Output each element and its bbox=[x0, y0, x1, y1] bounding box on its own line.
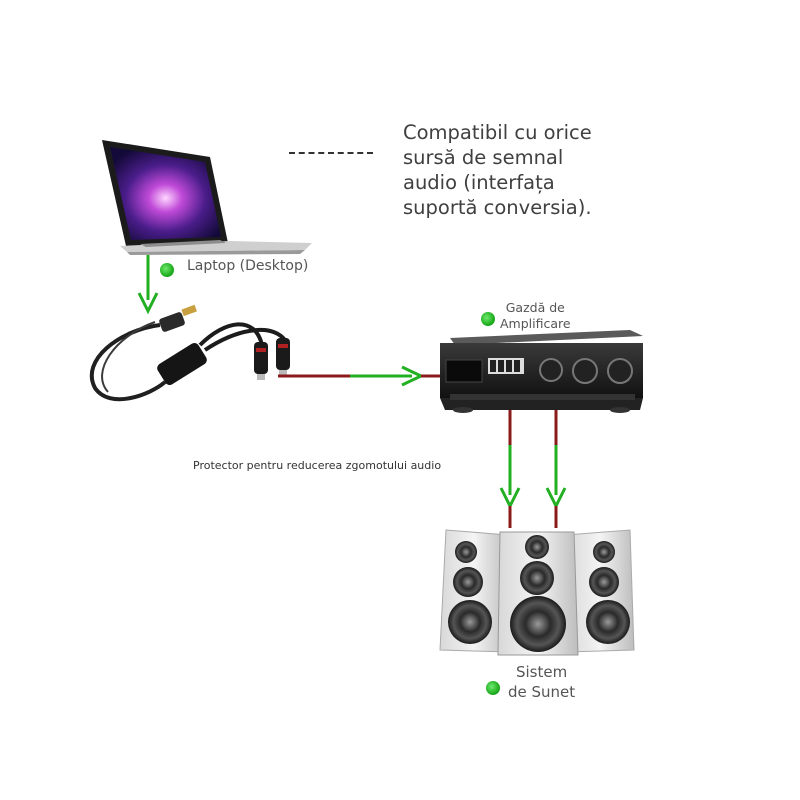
amplifier-host-label: Gazdă de Amplificare bbox=[500, 300, 571, 331]
noise-isolator-cable-icon bbox=[89, 304, 290, 402]
sound-system-label: Sistem de Sunet bbox=[508, 663, 576, 701]
laptop-label: Laptop (Desktop) bbox=[187, 258, 309, 274]
compatibility-description: Compatibil cu orice sursă de semnal audi… bbox=[403, 121, 592, 219]
sound-marker-icon bbox=[486, 681, 500, 695]
laptop-icon bbox=[102, 140, 312, 255]
amplifier-icon bbox=[440, 330, 643, 413]
protector-label: Protector pentru reducerea zgomotului au… bbox=[193, 459, 442, 472]
arrow-amp-to-speakers bbox=[499, 410, 567, 528]
laptop-marker-icon bbox=[160, 263, 174, 277]
dashed-leader-line bbox=[289, 152, 373, 154]
speaker-system-icon bbox=[439, 529, 635, 656]
host-marker-icon bbox=[481, 312, 495, 326]
